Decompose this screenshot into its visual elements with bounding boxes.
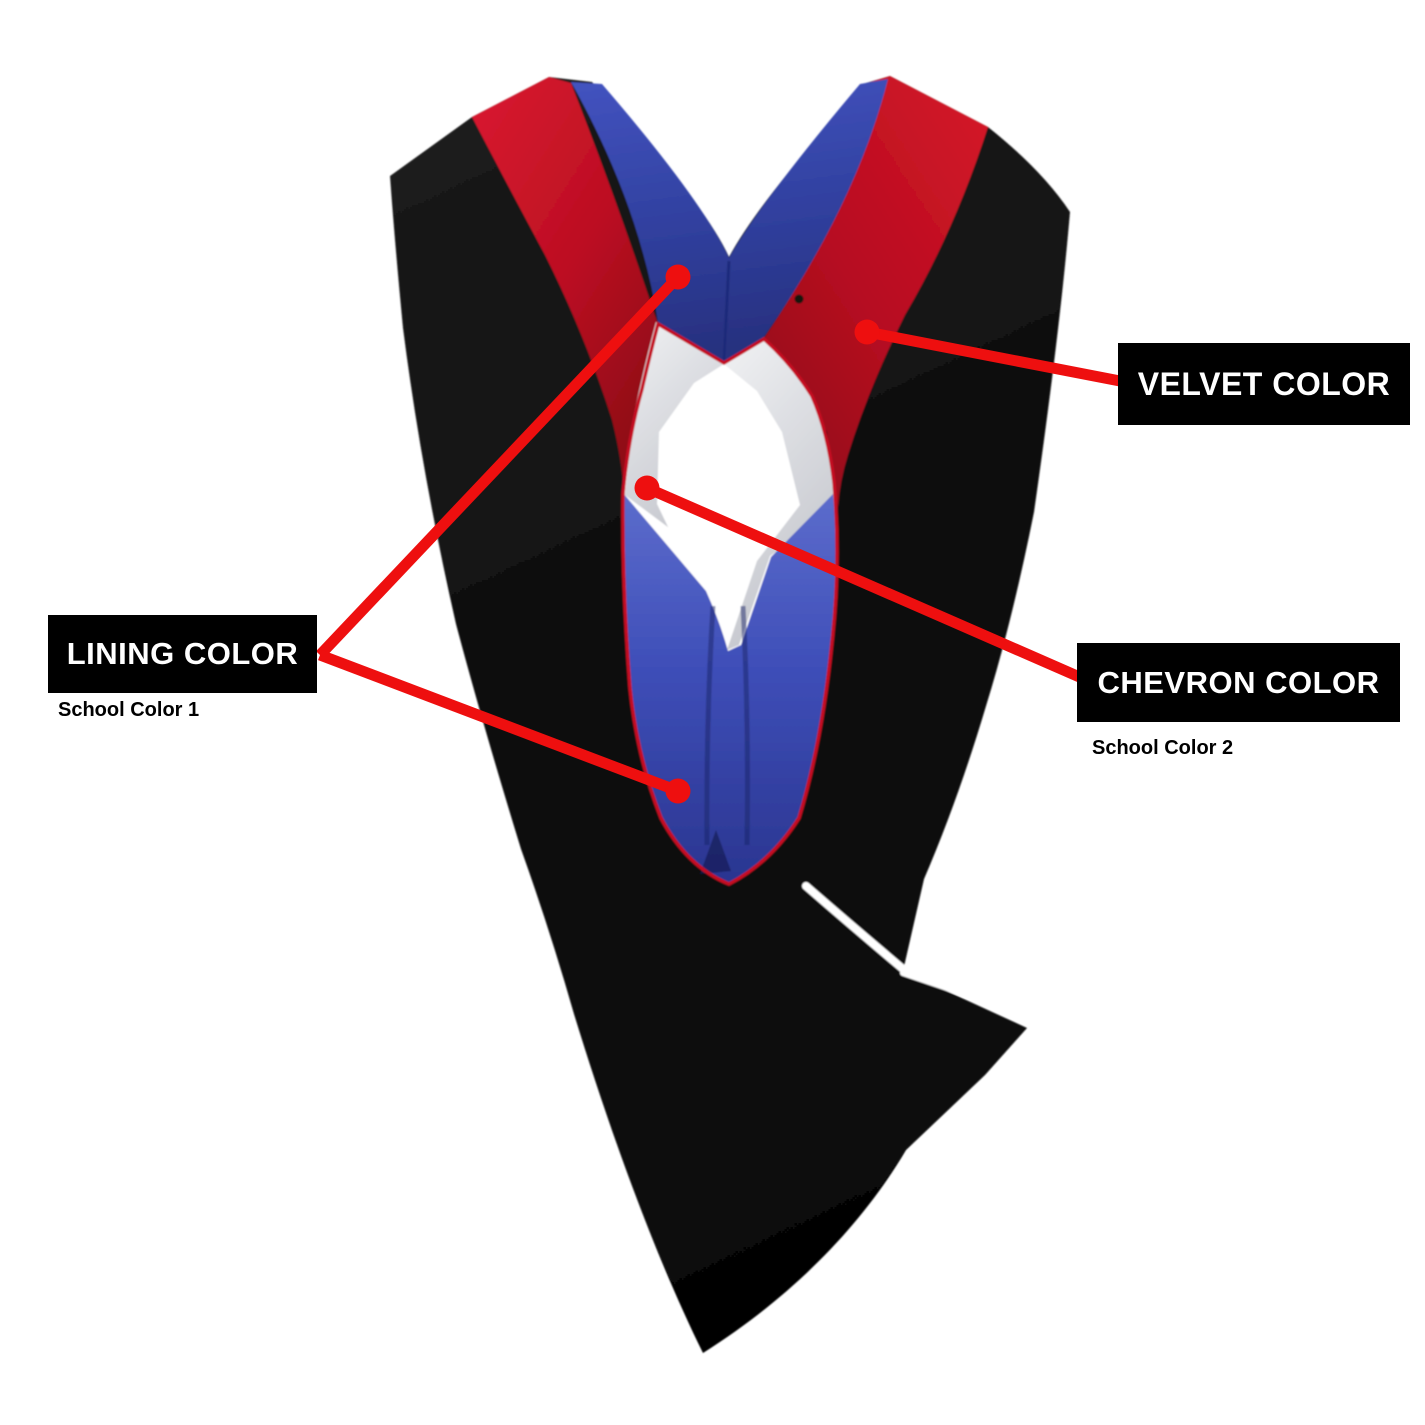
lining-crease-right (740, 605, 750, 846)
lining-school-color-sublabel: School Color 1 (58, 699, 200, 721)
lining-dot-lower (665, 778, 691, 804)
lining-crease-left (704, 605, 716, 846)
velvet-band-left (472, 77, 658, 495)
velvet-leader-line (865, 326, 1122, 387)
velvet-dot (854, 319, 880, 345)
snap-button (794, 294, 804, 304)
chevron-color-label: CHEVRON COLOR (1077, 643, 1400, 722)
velvet-color-label: VELVET COLOR (1118, 343, 1410, 425)
neckband-blue (571, 79, 888, 362)
chevron-school-color-sublabel: School Color 2 (1092, 737, 1234, 759)
lining-leader-line-upper (316, 273, 682, 659)
chevron-dot (634, 475, 660, 501)
fabric-fold-sliver (900, 970, 1033, 1019)
lining-dot-upper (665, 264, 691, 290)
velvet-band-right (764, 76, 988, 508)
neckband-seam (722, 260, 731, 361)
fabric-fold-gap (802, 882, 907, 973)
chevron-leader-line (644, 482, 1087, 685)
lining-leader-line-lower (318, 649, 680, 797)
lining-color-label: LINING COLOR (48, 615, 317, 693)
lining-notch (700, 830, 731, 874)
annotation-layer (316, 264, 1122, 804)
